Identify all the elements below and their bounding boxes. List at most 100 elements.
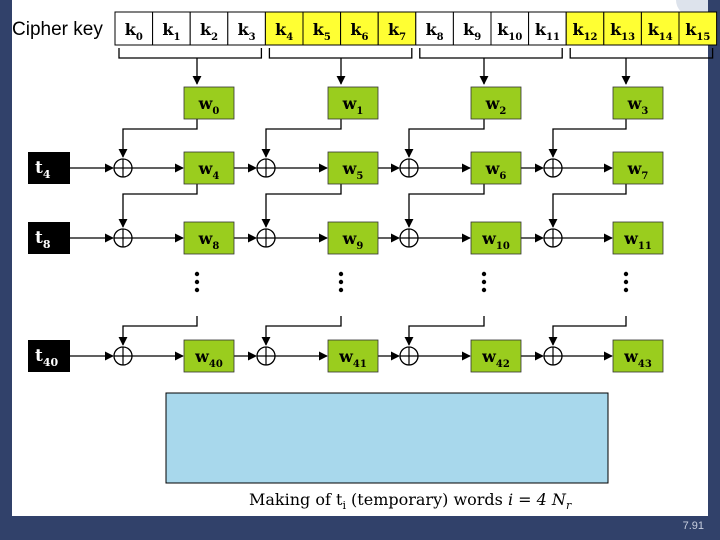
key-label-6: k6 (350, 20, 368, 43)
key-cell-15 (678, 11, 718, 46)
word-box-3-2 (470, 339, 522, 373)
word-box-1-2 (470, 151, 522, 185)
word-label-3-1: w41 (338, 347, 367, 370)
key-label-0: k0 (125, 20, 143, 43)
key-label-8-main: k (426, 20, 438, 39)
key-label-2: k2 (200, 20, 218, 43)
key-label-9: k9 (463, 20, 481, 43)
word-box-3-3 (612, 339, 664, 373)
ellipsis-dot (481, 271, 487, 277)
temp-box-2 (28, 222, 70, 254)
key-label-10: k10 (497, 20, 522, 43)
xor-2-1 (256, 228, 276, 248)
key-label-3: k3 (238, 20, 256, 43)
word-box-2-1 (327, 221, 379, 255)
key-label-13: k13 (610, 20, 635, 43)
word-label-3-3-main: w (623, 347, 639, 366)
caption-eq-sub: r (566, 499, 572, 512)
key-label-0-main: k (125, 20, 137, 39)
word-box-0-0 (183, 86, 235, 120)
prev-word-to-xor-arrow (118, 184, 198, 228)
key-label-12-sub: 12 (584, 32, 598, 43)
key-group-bracket (569, 48, 714, 59)
xor-2-0 (113, 228, 133, 248)
word-label-2-2-main: w (481, 229, 497, 248)
ellipsis-dot (623, 287, 629, 293)
word-box-1-0 (183, 151, 235, 185)
word-label-0-1-main: w (342, 94, 358, 113)
ellipsis-dot (623, 271, 629, 277)
key-label-14: k14 (648, 20, 673, 43)
key-label-11-sub: 11 (546, 32, 560, 43)
right-frame-strip (708, 0, 720, 540)
key-label-6-sub: 6 (361, 32, 368, 43)
temp-box-1 (28, 152, 70, 184)
key-group-bracket (268, 48, 413, 59)
word-box-3-0 (183, 339, 235, 373)
prev-word-to-xor-arrow (548, 316, 627, 346)
word-box-1-3 (612, 151, 664, 185)
word-label-1-0-sub: 4 (212, 171, 219, 182)
xor-3-2 (399, 346, 419, 366)
word-box-1-1 (327, 151, 379, 185)
word-box-0-1 (327, 86, 379, 120)
temp-label-3-main: t (35, 346, 43, 366)
word-label-3-0-main: w (194, 347, 210, 366)
ellipsis-dot (194, 279, 200, 285)
word-label-2-0-sub: 8 (212, 241, 219, 252)
word-label-3-1-sub: 41 (353, 359, 367, 370)
word-label-2-2: w10 (481, 229, 510, 252)
ellipsis-dot (338, 279, 344, 285)
key-cell-11 (528, 11, 567, 46)
ellipsis-dot (481, 287, 487, 293)
word-label-2-3: w11 (623, 229, 652, 252)
key-label-9-sub: 9 (474, 32, 481, 43)
word-label-1-2: w6 (485, 159, 507, 182)
key-label-15-sub: 15 (696, 32, 710, 43)
word-label-0-0-main: w (198, 94, 214, 113)
key-label-4-main: k (275, 20, 287, 39)
key-label-1-main: k (162, 20, 174, 39)
key-label-5-main: k (313, 20, 325, 39)
temp-label-3-sub: 40 (43, 356, 59, 369)
key-label-13-sub: 13 (621, 32, 635, 43)
word-box-2-2 (470, 221, 522, 255)
word-label-0-3: w3 (627, 94, 649, 117)
key-cell-8 (415, 11, 454, 46)
key-cell-12 (565, 11, 605, 46)
key-label-13-main: k (610, 20, 622, 39)
ellipsis-dot (194, 271, 200, 277)
word-box-3-1 (327, 339, 379, 373)
key-label-10-main: k (497, 20, 509, 39)
key-label-10-sub: 10 (508, 32, 522, 43)
word-label-1-3: w7 (627, 159, 649, 182)
key-cell-5 (302, 11, 342, 46)
key-cell-6 (340, 11, 379, 46)
xor-3-0 (113, 346, 133, 366)
xor-1-1 (256, 158, 276, 178)
key-label-8-sub: 8 (437, 32, 444, 43)
key-label-14-main: k (648, 20, 660, 39)
key-label-7-sub: 7 (399, 32, 406, 43)
temp-label-2-main: t (35, 228, 43, 248)
key-label-3-sub: 3 (249, 32, 256, 43)
prev-word-to-xor-arrow (548, 184, 627, 228)
xor-3-3 (543, 346, 563, 366)
word-label-1-1-sub: 5 (356, 171, 363, 182)
key-label-11: k11 (535, 20, 560, 43)
key-label-7-main: k (388, 20, 400, 39)
key-cell-4 (264, 11, 304, 46)
key-label-15: k15 (685, 20, 710, 43)
word-label-3-1-main: w (338, 347, 354, 366)
word-label-1-0-main: w (198, 159, 214, 178)
word-label-3-0-sub: 40 (209, 359, 223, 370)
word-label-0-0: w0 (198, 94, 220, 117)
key-label-14-sub: 14 (659, 32, 673, 43)
word-label-0-0-sub: 0 (212, 106, 219, 117)
left-frame-strip (0, 0, 12, 540)
ellipsis-dot (338, 271, 344, 277)
key-label-2-sub: 2 (211, 32, 218, 43)
prev-word-to-xor-arrow (404, 119, 485, 158)
word-label-3-2-sub: 42 (496, 359, 510, 370)
